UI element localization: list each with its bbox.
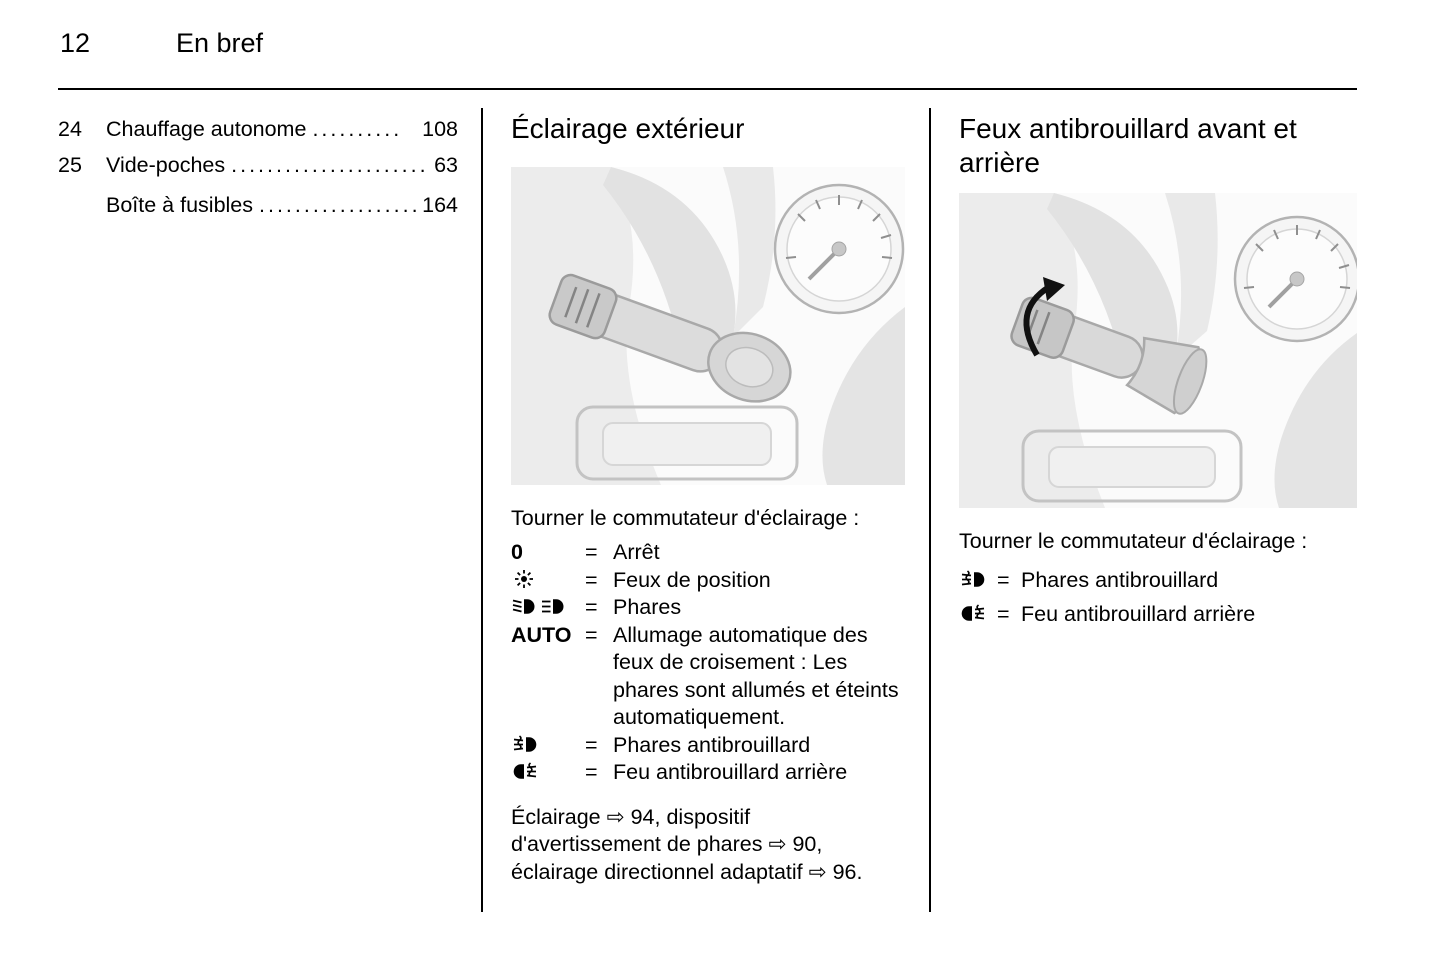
lighting-legend: 0 = Arrêt = Feux de position bbox=[511, 539, 905, 787]
section-title: En bref bbox=[176, 28, 264, 58]
index-entry-number: 25 bbox=[58, 153, 82, 177]
equals-sign: = bbox=[585, 540, 598, 564]
index-entry-label: Chauffage autonome bbox=[106, 117, 307, 141]
fog-lights-heading: Feux antibrouillard avant et arrière bbox=[959, 113, 1297, 178]
equals-sign: = bbox=[585, 567, 598, 592]
equals-sign: = bbox=[585, 732, 598, 757]
rear-fog-icon bbox=[961, 604, 985, 621]
position-lights-icon bbox=[515, 569, 533, 588]
index-row: 24 Chauffage autonome .......... 108 bbox=[58, 116, 458, 143]
index-entry-page: 63 bbox=[434, 153, 458, 177]
legend-row-front-fog: = Phares antibrouillard bbox=[959, 567, 1357, 594]
equals-sign: = bbox=[585, 622, 598, 647]
fog-lights-section: Feux antibrouillard avant et arrière bbox=[959, 112, 1357, 635]
light-switch-illustration bbox=[511, 167, 905, 485]
equals-sign: = bbox=[997, 568, 1010, 592]
legend-text: Allumage automatique des feux de croisem… bbox=[613, 622, 899, 730]
light-switch-stalk bbox=[548, 273, 792, 403]
legend-text: Feu antibrouillard arrière bbox=[613, 760, 848, 784]
rotate-switch-instruction: Tourner le commutateur d'éclairage : bbox=[959, 529, 1308, 553]
rotation-arrow-icon bbox=[1023, 277, 1065, 357]
fog-switch-illustration bbox=[959, 193, 1357, 508]
auto-symbol: AUTO bbox=[511, 622, 572, 647]
speedometer-gauge-icon bbox=[1233, 215, 1357, 343]
headlights-icon bbox=[512, 599, 564, 614]
index-entry-label: Vide-poches bbox=[106, 153, 226, 177]
cross-references-paragraph: Éclairage ⇨ 94, dispositif d'avertisseme… bbox=[511, 804, 863, 884]
rotate-switch-instruction: Tourner le commutateur d'éclairage : bbox=[511, 506, 860, 530]
index-leader-dots: ......................... bbox=[231, 153, 429, 177]
header-rule bbox=[58, 88, 1357, 90]
fog-lights-legend: = Phares antibrouillard = Feu antibrouil… bbox=[959, 567, 1357, 628]
speedometer-gauge-icon bbox=[773, 183, 905, 315]
console-panel bbox=[1021, 429, 1243, 503]
legend-text: Arrêt bbox=[613, 540, 660, 564]
index-entry-page: 108 bbox=[422, 117, 458, 141]
index-entry-number: 24 bbox=[58, 117, 82, 141]
legend-text: Phares antibrouillard bbox=[613, 732, 811, 757]
console-panel bbox=[575, 405, 799, 481]
off-symbol: 0 bbox=[511, 540, 523, 564]
equals-sign: = bbox=[997, 602, 1010, 626]
index-list: 24 Chauffage autonome .......... 108 25 … bbox=[58, 116, 458, 228]
front-fog-icon bbox=[513, 734, 537, 752]
legend-text: Phares antibrouillard bbox=[1021, 568, 1219, 592]
index-leader-dots: .................. bbox=[259, 193, 417, 217]
index-leader-dots: .......... bbox=[312, 117, 403, 141]
legend-row-rear-fog: = Feu antibrouillard arrière bbox=[959, 601, 1357, 628]
column-divider bbox=[481, 108, 483, 912]
legend-text: Phares bbox=[613, 595, 682, 619]
front-fog-icon bbox=[961, 570, 985, 587]
page-number: 12 bbox=[60, 28, 91, 58]
index-entry-label: Boîte à fusibles bbox=[106, 193, 254, 217]
legend-text: Feux de position bbox=[613, 567, 771, 592]
exterior-lighting-heading: Éclairage extérieur bbox=[511, 113, 745, 144]
exterior-lighting-section: Éclairage extérieur bbox=[511, 112, 905, 908]
index-row: Boîte à fusibles .................. 164 bbox=[58, 192, 458, 219]
index-entry-page: 164 bbox=[422, 193, 458, 217]
equals-sign: = bbox=[585, 760, 598, 784]
index-row: 25 Vide-poches .........................… bbox=[58, 152, 458, 179]
rear-fog-icon bbox=[513, 762, 537, 779]
legend-text: Feu antibrouillard arrière bbox=[1021, 602, 1256, 626]
equals-sign: = bbox=[585, 595, 598, 619]
column-divider bbox=[929, 108, 931, 912]
